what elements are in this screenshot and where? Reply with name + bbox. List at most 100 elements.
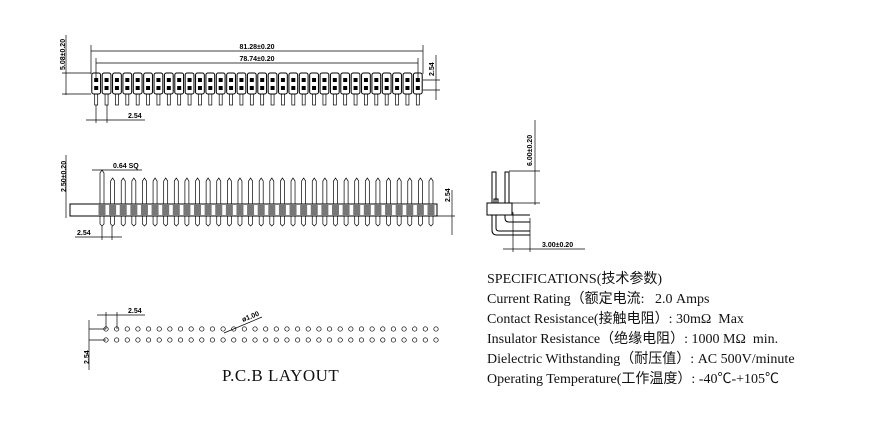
- pin-square: [332, 86, 337, 90]
- pcb-hole: [231, 326, 237, 332]
- dim-pin-size: 0.64 SQ: [113, 163, 139, 170]
- pin-square: [104, 86, 109, 90]
- housing-cell: [329, 72, 340, 95]
- dim-ra-horizontal: 3.00±0.20: [542, 242, 573, 249]
- pin-upper: [375, 177, 381, 204]
- pin-square: [363, 86, 368, 90]
- pcb-hole: [220, 337, 226, 343]
- pcb-hole: [273, 326, 279, 332]
- pcb-hole: [295, 326, 301, 332]
- housing-cell: [143, 72, 153, 95]
- pin-square: [322, 78, 327, 82]
- dim-pitch: 2.54: [128, 113, 142, 120]
- pcb-layout-title: P.C.B LAYOUT: [222, 366, 340, 385]
- pin-body-section: [194, 204, 202, 216]
- pin-square: [312, 86, 317, 90]
- pcb-hole: [422, 337, 428, 343]
- pin-square: [166, 78, 171, 82]
- pin-lower: [227, 216, 232, 227]
- pin-lower: [354, 216, 360, 227]
- pin-square: [114, 78, 119, 82]
- pin-body-section: [109, 204, 117, 216]
- dim-ra-vertical: 6.00±0.20: [527, 135, 534, 166]
- pin-body-section: [385, 204, 393, 216]
- pcb-hole: [326, 326, 333, 332]
- pcb-hole: [263, 326, 269, 332]
- pin-lower: [333, 216, 338, 227]
- pin-lower: [173, 216, 179, 227]
- pin-tail: [301, 93, 306, 106]
- pin-square: [135, 78, 140, 82]
- pin-lower: [195, 216, 200, 227]
- pin-square: [332, 78, 337, 82]
- housing-cell: [288, 72, 299, 95]
- pin-body-section: [342, 204, 350, 216]
- pcb-hole: [380, 326, 386, 332]
- pcb-hole: [358, 326, 365, 332]
- pin-body-section: [204, 204, 212, 216]
- pin-body-section: [353, 204, 361, 216]
- pin-square: [322, 86, 327, 90]
- pcb-layout: 2.54 2.54 ø1.00: [84, 308, 439, 370]
- pcb-hole: [241, 326, 247, 332]
- pcb-hole: [305, 337, 311, 343]
- pin-body-section: [331, 204, 339, 216]
- pin-upper: [99, 169, 105, 204]
- pin-tail: [395, 93, 399, 106]
- pin-square: [229, 86, 234, 90]
- pin-square: [353, 86, 358, 90]
- pin-lower: [110, 216, 115, 227]
- pcb-hole: [369, 337, 375, 343]
- pcb-hole: [348, 337, 354, 343]
- pin-square: [301, 78, 306, 82]
- pin-upper: [110, 177, 115, 204]
- pin-square: [208, 78, 213, 82]
- pin-lower: [142, 216, 147, 227]
- pin-upper: [386, 177, 391, 204]
- pcb-hole: [231, 337, 237, 343]
- side-view: 2.50±0.20 0.64 SQ 2.54 2.54: [61, 155, 455, 240]
- pcb-hole: [114, 326, 120, 332]
- pin-square: [239, 86, 244, 90]
- pin-square: [156, 86, 161, 90]
- pcb-hole: [273, 337, 279, 343]
- pin-lower: [290, 216, 296, 227]
- pin-upper: [227, 177, 232, 204]
- pin-tail: [405, 93, 410, 106]
- pcb-hole: [337, 337, 343, 343]
- pin-tail: [156, 93, 161, 106]
- pin-tail: [415, 93, 420, 106]
- pin-upper: [333, 177, 338, 204]
- pin-upper: [205, 177, 211, 204]
- housing-cell: [112, 72, 122, 95]
- housing-cell: [226, 72, 236, 95]
- pcb-hole: [167, 326, 173, 332]
- pin-square: [270, 86, 275, 90]
- specs-title: SPECIFICATIONS(技术参数): [487, 272, 663, 287]
- pin-tail: [125, 93, 130, 106]
- housing-cell: [392, 72, 402, 95]
- pin-square: [249, 86, 254, 90]
- pcb-hole: [209, 337, 216, 343]
- pcb-hole: [220, 326, 226, 332]
- pin-square: [280, 78, 285, 82]
- pin-upper: [311, 177, 317, 204]
- pin-upper: [195, 177, 200, 204]
- pin-tail: [312, 93, 316, 106]
- pin-body-section: [247, 204, 255, 216]
- housing-cell: [371, 72, 382, 95]
- pin-square: [156, 78, 161, 82]
- pin-square: [187, 78, 192, 82]
- housing-cell: [350, 72, 361, 95]
- pin-tail: [198, 93, 202, 106]
- pin-square: [343, 86, 348, 90]
- pin-upper: [269, 177, 275, 204]
- pcb-hole: [284, 337, 290, 343]
- pin-tail: [332, 93, 337, 106]
- pcb-hole: [188, 326, 194, 332]
- pcb-hole: [177, 337, 184, 343]
- housing-cell: [101, 72, 112, 95]
- spec-line: Operating Temperature(工作温度）: -40℃-+105℃: [487, 372, 780, 387]
- pin-square: [94, 86, 99, 90]
- pin-square: [239, 78, 244, 82]
